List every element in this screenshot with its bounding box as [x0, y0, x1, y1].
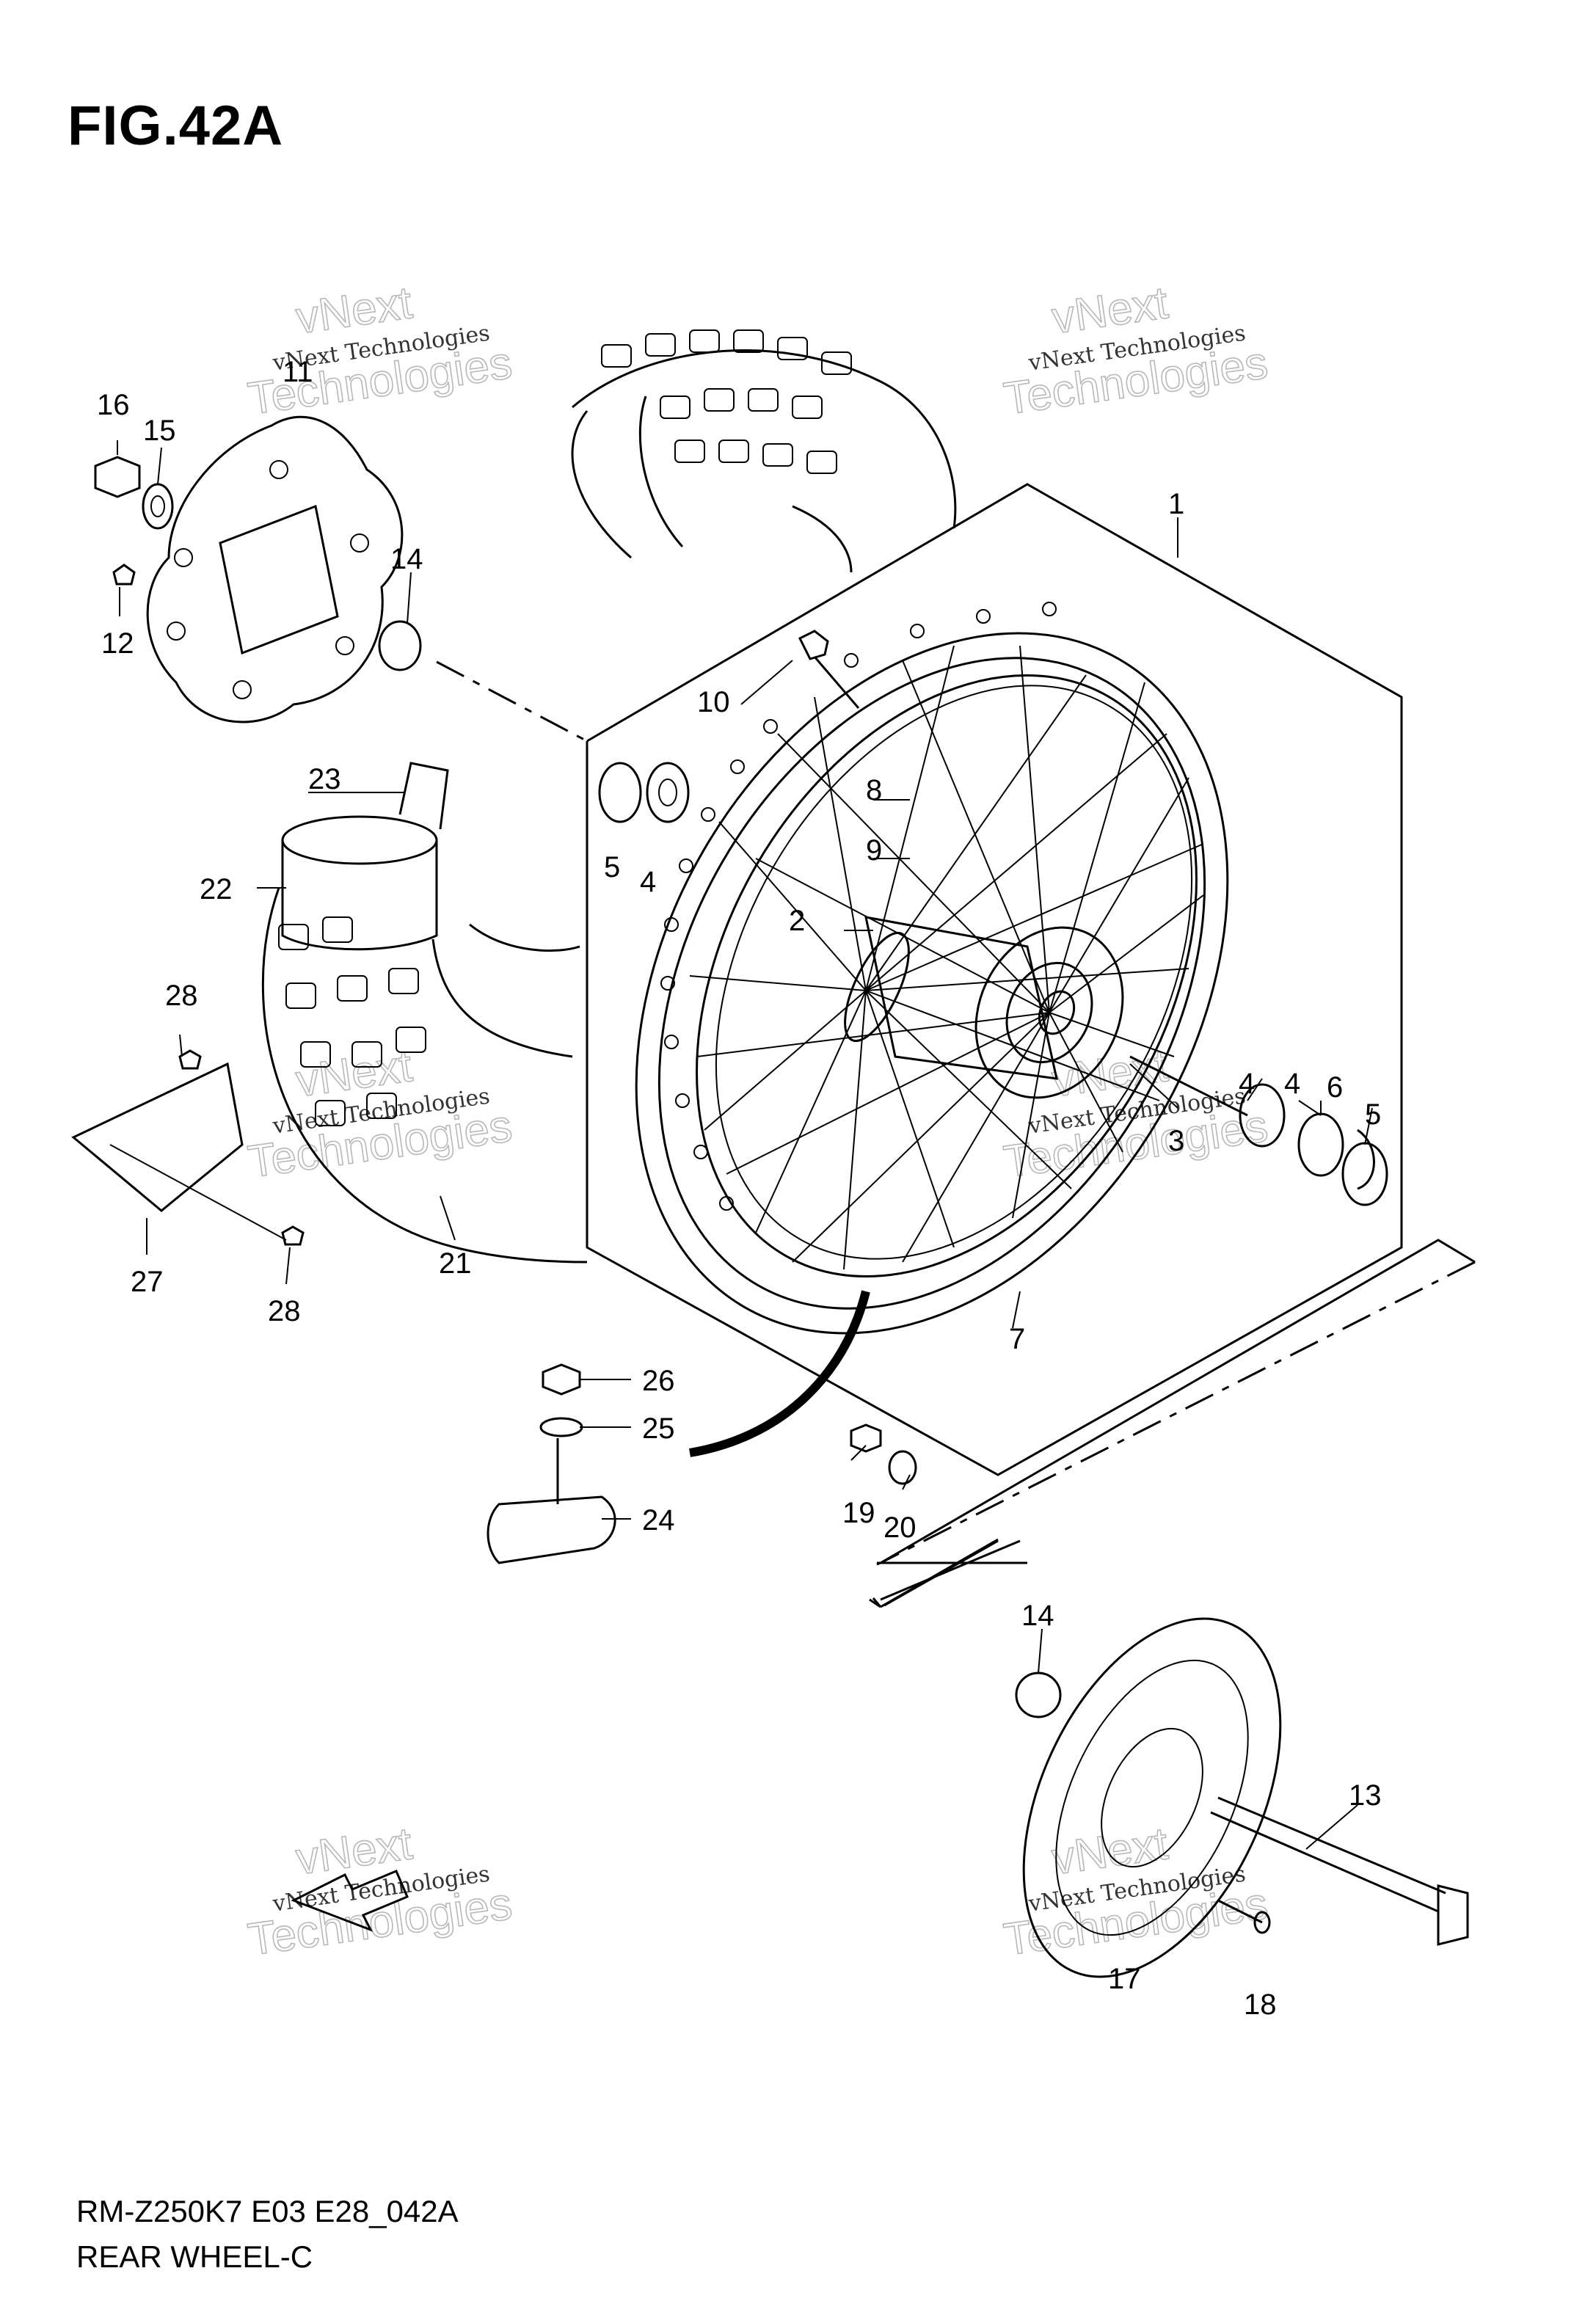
watermark: vNext Technologies vNext Technologies [244, 1040, 516, 1188]
callout-4: 4 [640, 866, 656, 898]
tire-tread [278, 329, 852, 1126]
callout-18: 18 [1244, 1988, 1277, 2021]
wheel-assembly-box [436, 483, 1476, 1564]
callout-2: 2 [789, 905, 805, 937]
front-arrow-icon [291, 1870, 409, 1932]
callout-14: 14 [390, 543, 423, 575]
model-code: RM-Z250K7 E03 E28_042A [76, 2194, 459, 2228]
callout-labels: 1 2 3 4 4 4 5 5 6 7 8 9 10 11 12 13 14 1… [97, 356, 1382, 2021]
callout-14: 14 [1021, 1600, 1054, 1632]
figure-title: FIG.42A [68, 95, 284, 157]
callout-5: 5 [604, 851, 620, 883]
axle [1015, 1671, 1469, 1946]
callout-13: 13 [1349, 1779, 1382, 1812]
callout-11: 11 [283, 356, 313, 388]
hub [844, 916, 1124, 1099]
callout-27: 27 [131, 1266, 164, 1298]
callout-16: 16 [97, 389, 130, 421]
callout-9: 9 [866, 834, 882, 867]
spokes [689, 645, 1204, 1270]
callout-8: 8 [866, 774, 882, 806]
callout-17: 17 [1108, 1963, 1141, 1995]
watermark: vNext Technologies vNext Technologies [1000, 277, 1272, 425]
sprocket-axle-box-outline [876, 1561, 1027, 1566]
callout-10: 10 [697, 686, 730, 718]
callout-22: 22 [200, 873, 233, 905]
callout-4: 4 [1239, 1068, 1255, 1100]
callout-6: 6 [1327, 1071, 1343, 1104]
sprocket-box-frame [869, 1538, 999, 1608]
callout-1: 1 [1168, 488, 1184, 520]
lower-box [880, 1539, 1021, 1601]
callout-24: 24 [642, 1504, 675, 1536]
callout-28: 28 [268, 1295, 301, 1327]
rim-lock [798, 630, 860, 709]
leader-lines [117, 440, 1373, 1850]
callout-19: 19 [842, 1497, 875, 1529]
inner-tube [281, 762, 449, 951]
rim-band [689, 1290, 870, 1457]
watermark: vNext Technologies vNext Technologies [244, 1818, 516, 1966]
callout-28: 28 [165, 980, 198, 1012]
callout-15: 15 [143, 415, 176, 447]
callout-12: 12 [101, 627, 134, 660]
callout-21: 21 [439, 1247, 472, 1280]
sprocket [1022, 1617, 1282, 1978]
callout-26: 26 [642, 1365, 675, 1397]
rim-spoke-holes [660, 602, 1057, 1211]
rim [635, 632, 1229, 1335]
watermark: vNext Technologies vNext Technologies [1000, 1818, 1272, 1966]
callout-7: 7 [1009, 1323, 1025, 1355]
callout-4: 4 [1284, 1068, 1300, 1100]
hardware [71, 456, 1388, 1564]
section-name: REAR WHEEL-C [76, 2239, 313, 2274]
callout-5: 5 [1365, 1098, 1381, 1131]
callout-20: 20 [883, 1512, 917, 1544]
brake-disc [146, 415, 404, 723]
callout-25: 25 [642, 1412, 675, 1445]
watermark: vNext Technologies vNext Technologies [244, 277, 516, 425]
callout-3: 3 [1168, 1125, 1184, 1157]
watermark-group: vNext Technologies vNext Technologies vN… [244, 277, 1272, 1966]
callout-23: 23 [308, 763, 341, 795]
